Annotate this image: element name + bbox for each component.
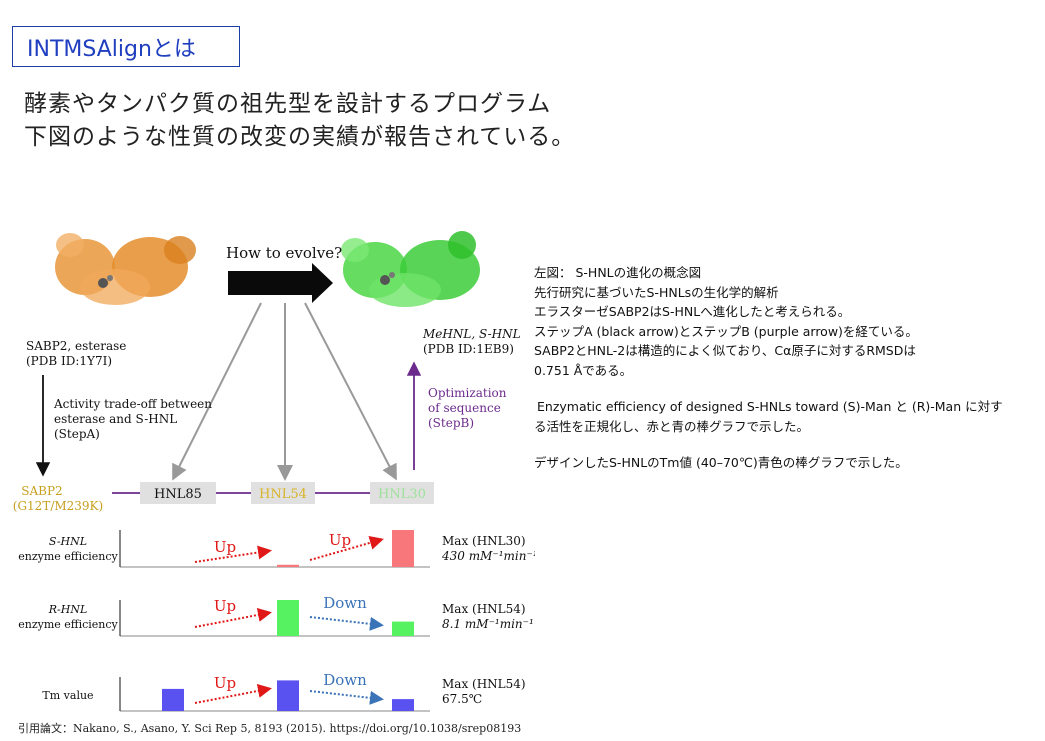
- step-b-line-1: Optimization: [428, 386, 507, 400]
- row-tm: Tm value Up Down Max (HNL54) 67.5℃: [42, 671, 526, 712]
- row-1-trend-1-arrow: [194, 545, 272, 563]
- note-line: エラスターゼSABP2はS-HNLへ進化したと考えられる。: [534, 304, 851, 319]
- notes-panel: 左図： S-HNLの進化の概念図 先行研究に基づいたS-HNLsの生化学的解析 …: [534, 263, 1039, 473]
- row-1-max-value: 430 mM⁻¹min⁻¹: [441, 549, 535, 563]
- sabp2-structure-image: [55, 233, 196, 305]
- row-label-1b: enzyme efficiency: [18, 550, 118, 563]
- note-line: デザインしたS-HNLのTm値 (40–70℃)青色の棒グラフで示した。: [534, 455, 908, 470]
- bar-hnl85: [162, 688, 184, 711]
- note-line: 左図： S-HNLの進化の概念図: [534, 265, 702, 280]
- row-s-hnl: S-HNL enzyme efficiency Up Up Max (HNL30…: [18, 530, 535, 568]
- hnl54-box: [251, 482, 315, 504]
- row-label-2b: enzyme efficiency: [18, 618, 118, 631]
- row-3-trend-2-arrow: [309, 690, 384, 705]
- hnl-name: MeHNL, S-HNL: [422, 327, 521, 341]
- bar-hnl30: [392, 621, 414, 636]
- arrow-to-hnl85: [172, 302, 262, 481]
- step-a-line-3: (StepA): [54, 427, 100, 441]
- row-r-hnl: R-HNL enzyme efficiency Up Down Max (HNL…: [18, 594, 534, 637]
- hnl54-label: HNL54: [259, 487, 307, 502]
- note-line: Enzymatic efficiency of designed S-HNLs …: [537, 399, 1003, 414]
- subtitle-line-1: 酵素やタンパク質の祖先型を設計するプログラム: [24, 91, 552, 117]
- title-box: INTMSAlignとは: [12, 26, 240, 67]
- hnl30-label: HNL30: [378, 487, 426, 502]
- row-2-trend-1: Up: [214, 597, 236, 615]
- step-b-line-2: of sequence: [428, 401, 501, 415]
- row-3-max-value: 67.5℃: [442, 692, 482, 706]
- step-a-line-2: esterase and S-HNL: [54, 412, 177, 426]
- row-1-max: Max (HNL30): [442, 534, 526, 548]
- sabp2-mutant-line-1: SABP2: [21, 484, 62, 498]
- slide-title: INTMSAlignとは: [27, 36, 196, 62]
- hnl30-box: [370, 482, 434, 504]
- bar-hnl30: [392, 699, 414, 711]
- bar-hnl30: [392, 530, 414, 567]
- subtitle-line-2: 下図のような性質の改変の実績が報告されている。: [24, 124, 576, 150]
- note-line: ステップA (black arrow)とステップB (purple arrow)…: [534, 323, 918, 339]
- note-line: る活性を正規化し、赤と青の棒グラフで示した。: [534, 418, 810, 434]
- row-1-trend-2-arrow: [309, 536, 384, 561]
- step-b-line-3: (StepB): [428, 416, 474, 430]
- row-label-2a: R-HNL: [48, 603, 88, 616]
- hnl85-box: [140, 482, 216, 504]
- row-1-trend-2: Up: [329, 531, 351, 549]
- row-1-trend-1: Up: [214, 538, 236, 556]
- arrow-to-hnl30: [304, 302, 397, 481]
- how-to-evolve-label: How to evolve?: [226, 244, 342, 262]
- black-evolve-arrow: [228, 263, 333, 303]
- row-2-trend-2: Down: [323, 594, 367, 612]
- bar-hnl54: [277, 600, 299, 636]
- row-2-trend-2-arrow: [309, 616, 384, 631]
- row-2-max-value: 8.1 mM⁻¹min⁻¹: [442, 617, 534, 631]
- sabp2-pdb: (PDB ID:1Y7I): [26, 354, 112, 368]
- row-label-3: Tm value: [42, 689, 93, 702]
- note-line: SABP2とHNL-2は構造的によく似ており、Cα原子に対するRMSDは: [534, 343, 916, 358]
- citation: 引用論文：Nakano, S., Asano, Y. Sci Rep 5, 81…: [18, 722, 522, 735]
- sabp2-mutant-line-2: (G12T/M239K): [13, 499, 103, 513]
- bar-hnl54: [277, 680, 299, 711]
- evolution-figure: How to evolve? SABP2, esterase (PDB ID:1…: [13, 231, 535, 712]
- row-3-max: Max (HNL54): [442, 677, 526, 691]
- row-3-trend-1-arrow: [194, 684, 272, 704]
- hnl-structure-image: [341, 231, 480, 307]
- bar-hnl54: [277, 564, 299, 567]
- note-line: 0.751 Åである。: [534, 362, 633, 378]
- row-3-trend-2: Down: [323, 671, 367, 689]
- row-2-trend-1-arrow: [194, 608, 272, 628]
- row-label-1a: S-HNL: [49, 535, 87, 548]
- step-a-line-1: Activity trade-off between: [53, 397, 212, 411]
- hnl85-label: HNL85: [154, 487, 202, 502]
- note-line: 先行研究に基づいたS-HNLsの生化学的解析: [534, 284, 779, 300]
- hnl-pdb: (PDB ID:1EB9): [423, 342, 514, 356]
- sabp2-name: SABP2, esterase: [26, 339, 126, 353]
- row-2-max: Max (HNL54): [442, 602, 526, 616]
- row-3-trend-1: Up: [214, 674, 236, 692]
